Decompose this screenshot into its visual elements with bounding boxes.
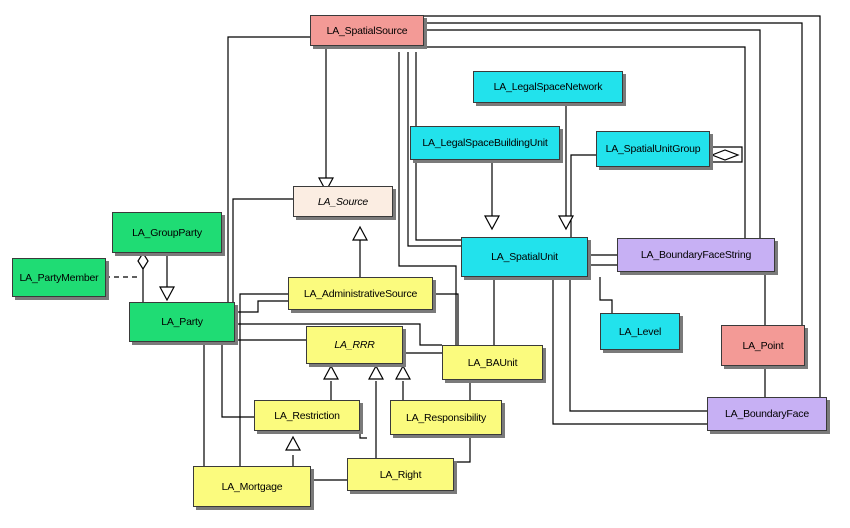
edge-spatialunit-level: [599, 277, 613, 313]
triangle-network-spatialunit: [557, 215, 575, 231]
class-la-boundaryfacestring: LA_BoundaryFaceString: [617, 238, 775, 272]
class-label: LA_LegalSpaceBuildingUnit: [422, 137, 548, 149]
edge-party-restriction: [221, 342, 254, 418]
class-la-legalspacebuildingunit: LA_LegalSpaceBuildingUnit: [410, 126, 560, 160]
class-label: LA_Mortgage: [221, 480, 283, 493]
triangle-restriction-rrr: [322, 364, 340, 380]
edge-spatialsource-boundaryfacestring: [424, 29, 761, 238]
edge-spatialsource-boundaryface: [424, 15, 821, 397]
class-label: LA_Party: [161, 316, 203, 328]
class-label: LA_BAUnit: [467, 356, 518, 369]
class-label: LA_SpatialUnit: [491, 251, 558, 263]
edge-group-self: [709, 146, 743, 163]
class-label: LA_GroupParty: [132, 226, 202, 239]
edge-adminsource-baunit: [433, 293, 459, 345]
class-label: LA_LegalSpaceNetwork: [493, 81, 603, 93]
class-la-mortgage: LA_Mortgage: [193, 466, 311, 507]
class-label: LA_SpatialUnitGroup: [605, 143, 701, 155]
edge-source-party: [232, 198, 293, 302]
edge-group-spatialunit: [570, 154, 596, 238]
class-label: LA_Level: [618, 325, 662, 338]
class-la-responsibility: LA_Responsibility: [390, 400, 502, 435]
class-la-spatialunitgroup: LA_SpatialUnitGroup: [596, 131, 710, 167]
edge-spatialsource-baunit: [398, 52, 457, 345]
edge-adminsource-mortgage: [239, 293, 288, 470]
class-la-rrr: LA_RRR: [306, 326, 403, 364]
class-label: LA_BoundaryFaceString: [640, 249, 752, 261]
triangle-right-rrr: [367, 364, 385, 380]
triangle-groupparty-party: [158, 286, 176, 302]
edge-spatialsource-spatialunit: [407, 52, 461, 247]
diamond-groupparty: [137, 251, 149, 271]
class-label: LA_BoundaryFace: [725, 408, 809, 420]
edge-spatialunit-boundaryface-2: [552, 277, 707, 425]
triangle-source: [317, 177, 335, 193]
class-la-restriction: LA_Restriction: [254, 400, 360, 431]
class-la-groupparty: LA_GroupParty: [112, 212, 222, 253]
class-label: LA_Right: [379, 468, 422, 481]
class-la-boundaryface: LA_BoundaryFace: [707, 397, 827, 431]
triangle-adminsource-source: [351, 225, 369, 241]
class-la-source: LA_Source: [293, 186, 393, 217]
class-la-level: LA_Level: [600, 313, 680, 350]
class-label: LA_PartyMember: [19, 271, 99, 284]
triangle-responsibility-rrr: [394, 364, 412, 380]
triangle-mortgage-restriction: [284, 435, 302, 451]
class-label: LA_Restriction: [274, 409, 340, 422]
triangle-buildingunit-spatialunit: [483, 215, 501, 231]
edge-spatialsource-spatialunit-2: [415, 52, 461, 241]
edge-restriction-baunit: [359, 420, 367, 439]
edge-party-adminsource: [235, 300, 288, 313]
class-la-partymember: LA_PartyMember: [12, 258, 106, 297]
class-label: LA_RRR: [334, 339, 375, 351]
class-la-right: LA_Right: [347, 458, 454, 491]
class-la-point: LA_Point: [721, 325, 805, 366]
class-la-administrativesource: LA_AdministrativeSource: [288, 277, 433, 310]
class-label: LA_Source: [317, 195, 369, 208]
edge-party-baunit: [235, 323, 442, 346]
class-la-legalspacenetwork: LA_LegalSpaceNetwork: [473, 71, 623, 103]
class-label: LA_AdministrativeSource: [303, 287, 418, 300]
class-la-spatialsource: LA_SpatialSource: [310, 15, 424, 46]
edge-spatialsource-point: [424, 22, 803, 325]
class-la-party: LA_Party: [129, 302, 235, 342]
edge-spatialsource-levels: [424, 46, 746, 238]
class-la-baunit: LA_BAUnit: [442, 345, 543, 380]
diamond-spatialunitgroup: [710, 149, 740, 161]
class-label: LA_Responsibility: [405, 411, 487, 424]
class-la-spatialunit: LA_SpatialUnit: [461, 237, 588, 277]
edge-spatialsource-party: [227, 36, 311, 302]
edge-spatialunit-boundaryface: [569, 277, 707, 412]
class-label: LA_Point: [742, 339, 784, 352]
class-label: LA_SpatialSource: [326, 24, 408, 37]
